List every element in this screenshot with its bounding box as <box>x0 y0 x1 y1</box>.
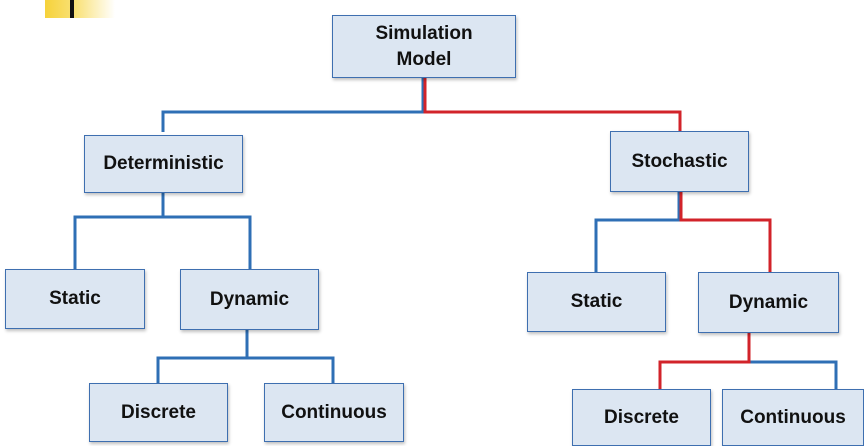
edge-root-stochastic <box>423 78 682 132</box>
node-deterministic-dynamic-continuous: Continuous <box>264 383 404 442</box>
node-stochastic-dynamic-discrete: Discrete <box>572 389 711 446</box>
node-deterministic-dynamic: Dynamic <box>180 269 319 330</box>
node-stochastic-dynamic-continuous: Continuous <box>722 389 864 446</box>
node-stochastic-dynamic: Dynamic <box>698 272 839 333</box>
edge-stochastic-static <box>594 192 681 272</box>
edge-dynamic-left-continuous <box>245 330 335 383</box>
edge-stochastic-dynamic <box>679 192 772 272</box>
logo-accent <box>45 0 115 18</box>
edge-deterministic-dynamic <box>161 193 252 269</box>
edge-dynamic-right-discrete <box>658 333 751 389</box>
node-simulation-model: Simulation Model <box>332 15 516 78</box>
node-stochastic-static: Static <box>527 272 666 332</box>
logo-bar <box>70 0 74 18</box>
node-deterministic-dynamic-discrete: Discrete <box>89 383 228 442</box>
edge-deterministic-static <box>73 193 165 269</box>
node-deterministic-static: Static <box>5 269 145 329</box>
edge-root-deterministic <box>161 78 425 132</box>
edge-dynamic-left-discrete <box>156 330 249 383</box>
node-deterministic: Deterministic <box>84 135 243 193</box>
node-stochastic: Stochastic <box>610 131 749 192</box>
edge-dynamic-right-continuous <box>747 333 838 389</box>
